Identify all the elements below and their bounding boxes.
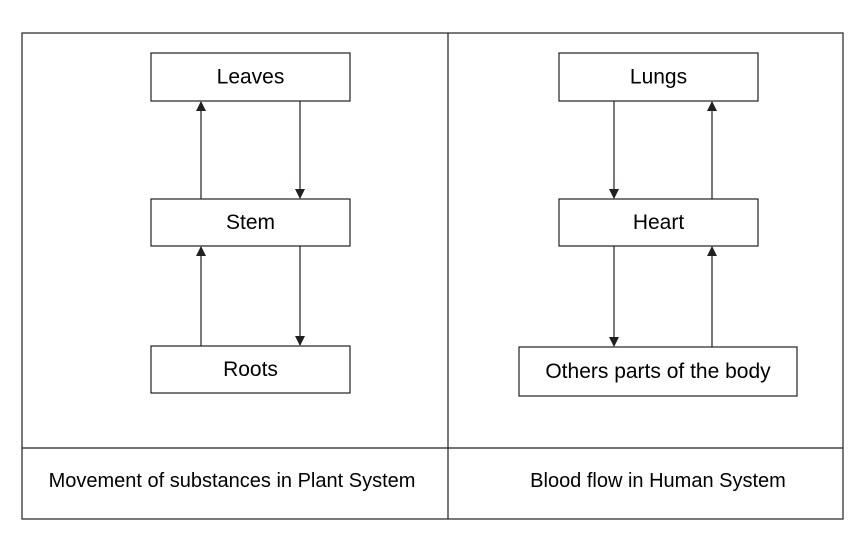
box-leaves-label: Leaves (217, 66, 285, 89)
human-system-panel: Lungs Heart Others parts of the body Blo… (518, 52, 798, 492)
box-roots-label: Roots (223, 358, 278, 381)
box-other-body-parts-label: Others parts of the body (545, 360, 771, 383)
box-lungs-label: Lungs (630, 66, 687, 89)
box-stem-label: Stem (226, 211, 275, 234)
table-border (21, 32, 844, 520)
box-heart-label: Heart (633, 211, 685, 234)
box-other-body-parts: Others parts of the body (518, 346, 798, 397)
box-lungs: Lungs (558, 52, 759, 102)
plant-system-panel: Leaves Stem Roots Movement of substances… (49, 52, 416, 492)
comparison-table (21, 32, 844, 520)
box-stem: Stem (150, 198, 351, 247)
box-heart: Heart (558, 198, 759, 247)
human-system-caption: Blood flow in Human System (530, 470, 786, 492)
box-roots: Roots (150, 345, 351, 394)
plant-system-caption: Movement of substances in Plant System (49, 470, 416, 492)
box-leaves: Leaves (150, 52, 351, 102)
